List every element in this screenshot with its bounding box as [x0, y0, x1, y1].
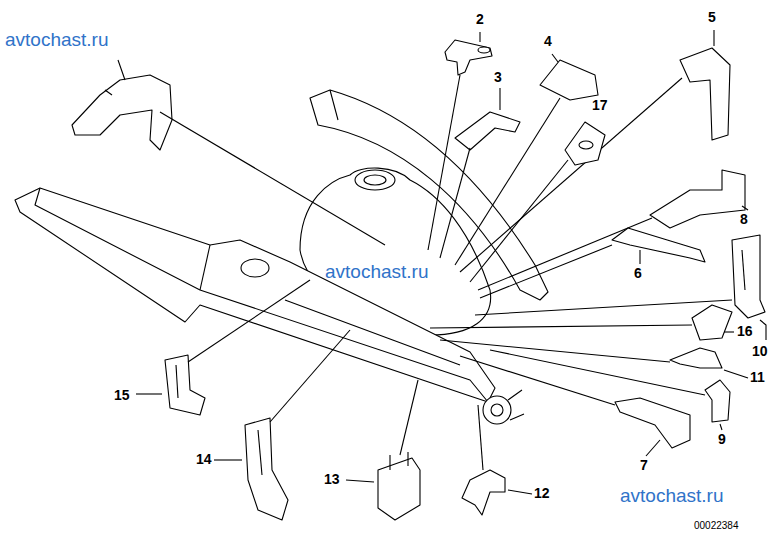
watermark: avtochast.ru: [620, 486, 724, 505]
callout-number: 11: [750, 370, 765, 384]
callout-number: 8: [740, 212, 748, 226]
callout-number: 9: [718, 432, 726, 446]
callout-number: 12: [534, 486, 550, 500]
diagram-code: 00022384: [694, 521, 739, 531]
callout-number: 6: [634, 266, 642, 280]
callout-number: 5: [708, 10, 716, 24]
callout-number: 4: [544, 34, 552, 48]
callout-number: 2: [476, 12, 484, 26]
callout-number: 14: [196, 452, 212, 466]
callout-number: 17: [592, 98, 608, 112]
watermark: avtochast.ru: [5, 30, 109, 49]
callout-number: 15: [114, 388, 130, 402]
callout-number: 16: [737, 324, 753, 338]
watermark: avtochast.ru: [325, 262, 429, 281]
callout-number: 10: [752, 344, 768, 358]
callout-number: 7: [640, 458, 648, 472]
callout-number: 3: [494, 70, 502, 84]
callout-number: 13: [324, 472, 340, 486]
